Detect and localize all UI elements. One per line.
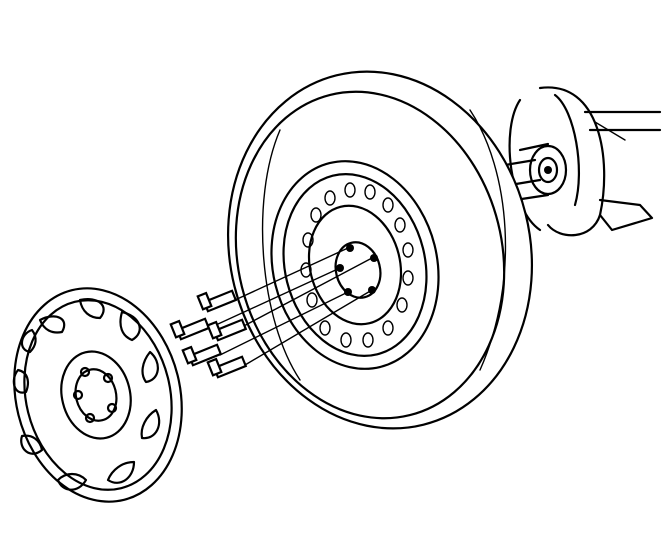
wheel-center-bore <box>334 241 382 299</box>
steel-wheel <box>270 160 440 370</box>
stud-icon <box>503 158 537 167</box>
stud-icon <box>518 142 550 152</box>
bolt-icon <box>169 317 211 341</box>
bolt-icon <box>196 289 238 313</box>
hubcap-slots <box>12 298 161 491</box>
lug-bolts <box>169 247 373 379</box>
hub-assembly <box>503 86 662 237</box>
bolt-icon <box>206 355 248 379</box>
wheel-cover <box>12 287 183 503</box>
hubcap-center <box>60 350 132 440</box>
bolt-icon <box>181 343 223 367</box>
bolt-icon <box>206 318 248 342</box>
